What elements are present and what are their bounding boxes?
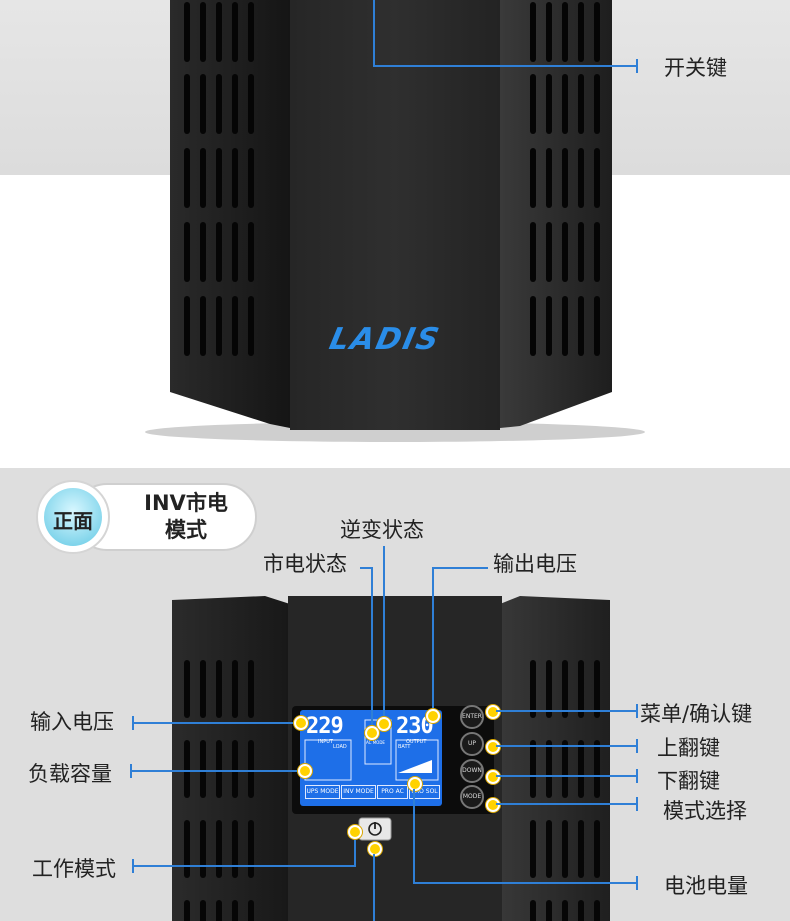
down-key-tick xyxy=(636,769,638,783)
input-voltage-line xyxy=(132,722,300,724)
left-vents xyxy=(184,2,254,356)
mains-status-line-h xyxy=(360,567,372,569)
up-key-line xyxy=(496,745,637,747)
badge-mode-line2: 模式 xyxy=(165,518,207,542)
switch-key-label: 开关键 xyxy=(664,56,727,80)
load-capacity-dot xyxy=(298,764,312,778)
cabinet-left-side xyxy=(170,0,290,428)
power-button-dot xyxy=(368,842,382,856)
output-voltage-line-v xyxy=(432,567,434,715)
input-voltage-dot xyxy=(294,716,308,730)
lcd-load-label: LOAD xyxy=(333,744,347,750)
switch-key-line-horizontal xyxy=(373,65,637,67)
ups-cabinet-top-illustration xyxy=(145,0,645,442)
front-inv-mode-badge: 正面 INV市电 模式 xyxy=(34,478,262,556)
up-key-label: 上翻键 xyxy=(657,736,720,760)
up-key-dot xyxy=(486,740,500,754)
ladis-logo: LADIS xyxy=(326,322,450,362)
battery-level-line-v xyxy=(413,789,415,883)
output-voltage-line-h xyxy=(432,567,488,569)
inverter-status-dot xyxy=(377,717,391,731)
up-button[interactable]: UP xyxy=(460,732,484,756)
battery-level-tick xyxy=(636,876,638,890)
cabinet2-right-vents xyxy=(530,660,600,921)
battery-level-label: 电池电量 xyxy=(664,874,748,898)
power-button-line xyxy=(373,854,375,921)
lcd-mode-ups: UPS MODE xyxy=(305,785,340,799)
lcd-input-label: INPUT xyxy=(318,739,333,745)
lcd-center-label: AC MODE xyxy=(366,740,385,745)
mains-status-dot xyxy=(365,726,379,740)
logo-text: LADIS xyxy=(326,322,444,357)
menu-confirm-label: 菜单/确认键 xyxy=(640,702,753,726)
lcd-mode-inv: INV MODE xyxy=(341,785,376,799)
down-key-dot xyxy=(486,770,500,784)
output-voltage-label: 输出电压 xyxy=(493,552,577,576)
enter-button[interactable]: ENTER xyxy=(460,705,484,729)
cabinet2-left-vents xyxy=(184,660,254,921)
lcd-output-label: OUTPUT xyxy=(406,739,427,745)
lcd-input-value: 229 xyxy=(306,714,344,739)
lcd-screen xyxy=(300,710,442,806)
lcd-batt-label: BATT xyxy=(398,744,411,750)
mode-select-tick xyxy=(636,797,638,811)
output-voltage-dot xyxy=(426,709,440,723)
work-mode-dot xyxy=(348,825,362,839)
cabinet-front xyxy=(290,0,500,430)
top-product-view: LADIS 开关键 xyxy=(0,0,790,442)
mode-select-line xyxy=(496,803,637,805)
mode-select-dot xyxy=(486,798,500,812)
work-mode-line-v xyxy=(354,831,356,867)
battery-bars xyxy=(398,760,432,773)
work-mode-line-h xyxy=(132,865,356,867)
load-capacity-label: 负载容量 xyxy=(28,762,112,786)
inverter-status-label: 逆变状态 xyxy=(340,518,424,542)
badge-shape xyxy=(36,480,257,554)
switch-key-line-vertical xyxy=(373,0,375,66)
menu-confirm-tick xyxy=(636,704,638,718)
mains-status-label: 市电状态 xyxy=(263,552,347,576)
work-mode-label: 工作模式 xyxy=(32,857,116,881)
mains-status-line-v xyxy=(371,567,373,732)
inverter-status-line xyxy=(383,546,385,722)
cabinet2-right-side xyxy=(500,596,610,921)
up-key-tick xyxy=(636,739,638,753)
down-key-line xyxy=(496,775,637,777)
battery-level-line-h xyxy=(413,882,637,884)
menu-confirm-dot xyxy=(486,705,500,719)
down-button[interactable]: DOWN xyxy=(460,759,484,783)
bottom-front-panel-view: 正面 INV市电 模式 xyxy=(0,468,790,921)
input-voltage-label: 输入电压 xyxy=(30,710,114,734)
load-capacity-line xyxy=(130,770,302,772)
mode-button[interactable]: MODE xyxy=(460,785,484,809)
right-vents xyxy=(530,2,600,356)
badge-mode-line1: INV市电 xyxy=(144,491,228,515)
battery-level-dot xyxy=(408,777,422,791)
menu-confirm-line xyxy=(496,710,637,712)
down-key-label: 下翻键 xyxy=(657,769,720,793)
power-button[interactable] xyxy=(359,818,391,840)
lcd-mode-pro-sol: PRO SOL xyxy=(409,785,440,799)
switch-key-tick xyxy=(636,59,638,73)
lcd-mode-pro-ac: PRO AC xyxy=(377,785,408,799)
badge-front-text: 正面 xyxy=(53,509,93,533)
mode-select-label: 模式选择 xyxy=(663,799,747,823)
